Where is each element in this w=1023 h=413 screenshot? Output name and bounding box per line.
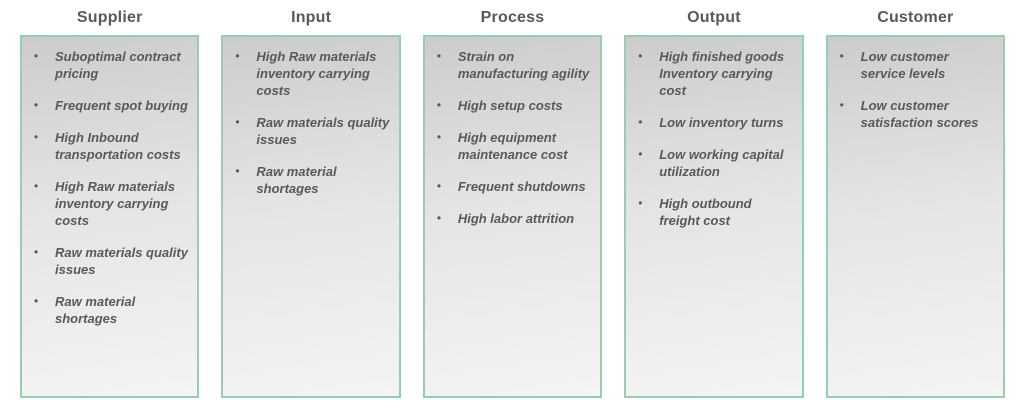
bullet-item: • Raw materials quality issues [235,114,391,148]
bullet-item: • High Inbound transportation costs [34,129,190,163]
bullet-item-label: Raw material shortages [55,294,136,326]
column-box-process: • Strain on manufacturing agility • High se… [422,35,603,398]
bullet-icon: • [34,98,39,112]
bullet-item-label: Low customer satisfaction scores [860,98,979,130]
bullet-item-label: High Raw materials inventory carrying co… [256,49,377,98]
bullet-icon: • [235,115,240,129]
column-box-customer: • Low customer service levels • Low custome… [825,35,1006,398]
bullet-icon: • [436,211,442,225]
bullet-item: • Low customer service levels [840,48,996,82]
bullet-item-label: Strain on manufacturing agility [457,49,590,81]
bullet-item-label: Raw material shortages [256,164,337,196]
bullet-item-label: Suboptimal contract pricing [55,49,181,81]
bullet-list-supplier: • Suboptimal contract pricing • Frequent sp… [34,48,190,327]
bullet-icon: • [638,115,643,129]
bullet-icon: • [436,98,442,112]
bullet-icon: • [235,49,240,63]
bullet-icon: • [839,98,844,112]
bullet-item: • Suboptimal contract pricing [34,48,190,82]
column-title-output: Output [687,9,741,26]
bullet-icon: • [839,49,844,63]
bullet-icon: • [34,179,39,193]
bullet-icon: • [436,130,442,144]
sipoc-column-output: Output • High finished goods Inventory ca… [624,8,804,398]
sipoc-column-supplier: Supplier • Suboptimal contract pricing • Fr… [20,8,200,398]
bullet-item: • Low customer satisfaction scores [840,97,996,131]
bullet-item: • High Raw materials inventory carrying c… [235,48,391,99]
sipoc-column-process: Process • Strain on manufacturing agility… [422,8,603,398]
bullet-item-label: High labor attrition [457,211,575,226]
bullet-item: • Raw material shortages [34,293,190,327]
bullet-item-label: High outbound freight cost [659,196,752,228]
column-title-supplier: Supplier [76,9,143,26]
bullet-list-customer: • Low customer service levels • Low custome… [840,48,996,131]
sipoc-column-input: Input • High Raw materials inventory carr… [221,8,401,398]
bullet-item-label: Raw materials quality issues [55,245,188,277]
bullet-item-label: High setup costs [457,98,563,113]
bullet-icon: • [638,147,643,161]
column-title-input: Input [291,9,332,26]
bullet-item-label: Frequent shutdowns [457,179,586,194]
column-box-input: • High Raw materials inventory carrying c… [221,35,401,398]
bullet-item: • Low working capital utilization [638,146,794,180]
bullet-item: • High labor attrition [437,210,593,227]
bullet-item-label: Low working capital utilization [659,147,784,179]
bullet-item-label: Frequent spot buying [55,98,188,113]
bullet-item: • High outbound freight cost [638,195,794,229]
bullet-item: • Frequent spot buying [34,97,190,114]
bullet-item-label: High equipment maintenance cost [457,130,568,162]
bullet-item: • Low inventory turns [638,114,794,131]
bullet-icon: • [34,49,39,63]
bullet-item: • High setup costs [437,97,593,114]
bullet-item-label: Low inventory turns [659,115,784,130]
sipoc-column-customer: Customer • Low customer service levels • Lo… [825,8,1006,398]
bullet-item: • Raw material shortages [235,163,391,197]
bullet-list-input: • High Raw materials inventory carrying c… [235,48,391,197]
column-box-supplier: • Suboptimal contract pricing • Frequent sp… [20,35,200,398]
bullet-icon: • [34,245,39,259]
bullet-item: • High Raw materials inventory carrying c… [34,178,190,229]
bullet-icon: • [34,294,39,308]
bullet-item: • Raw materials quality issues [34,244,190,278]
bullet-icon: • [638,196,643,210]
bullet-item-label: Low customer service levels [860,49,949,81]
column-title-customer: Customer [877,9,954,26]
bullet-icon: • [436,179,442,193]
bullet-item: • Strain on manufacturing agility [437,48,593,82]
bullet-item: • High finished goods Inventory carrying … [638,48,794,99]
column-title-process: Process [480,9,545,26]
bullet-item: • Frequent shutdowns [437,178,593,195]
bullet-item-label: High Inbound transportation costs [55,130,181,162]
bullet-list-process: • Strain on manufacturing agility • High se… [437,48,593,227]
bullet-list-output: • High finished goods Inventory carrying … [638,48,794,229]
bullet-item: • High equipment maintenance cost [437,129,593,163]
bullet-icon: • [235,164,240,178]
column-box-output: • High finished goods Inventory carrying … [624,35,804,398]
bullet-item-label: High finished goods Inventory carrying c… [659,49,785,98]
bullet-item-label: Raw materials quality issues [256,115,390,147]
bullet-icon: • [436,49,442,63]
bullet-icon: • [34,130,39,144]
bullet-icon: • [638,49,643,63]
bullet-item-label: High Raw materials inventory carrying co… [55,179,175,228]
